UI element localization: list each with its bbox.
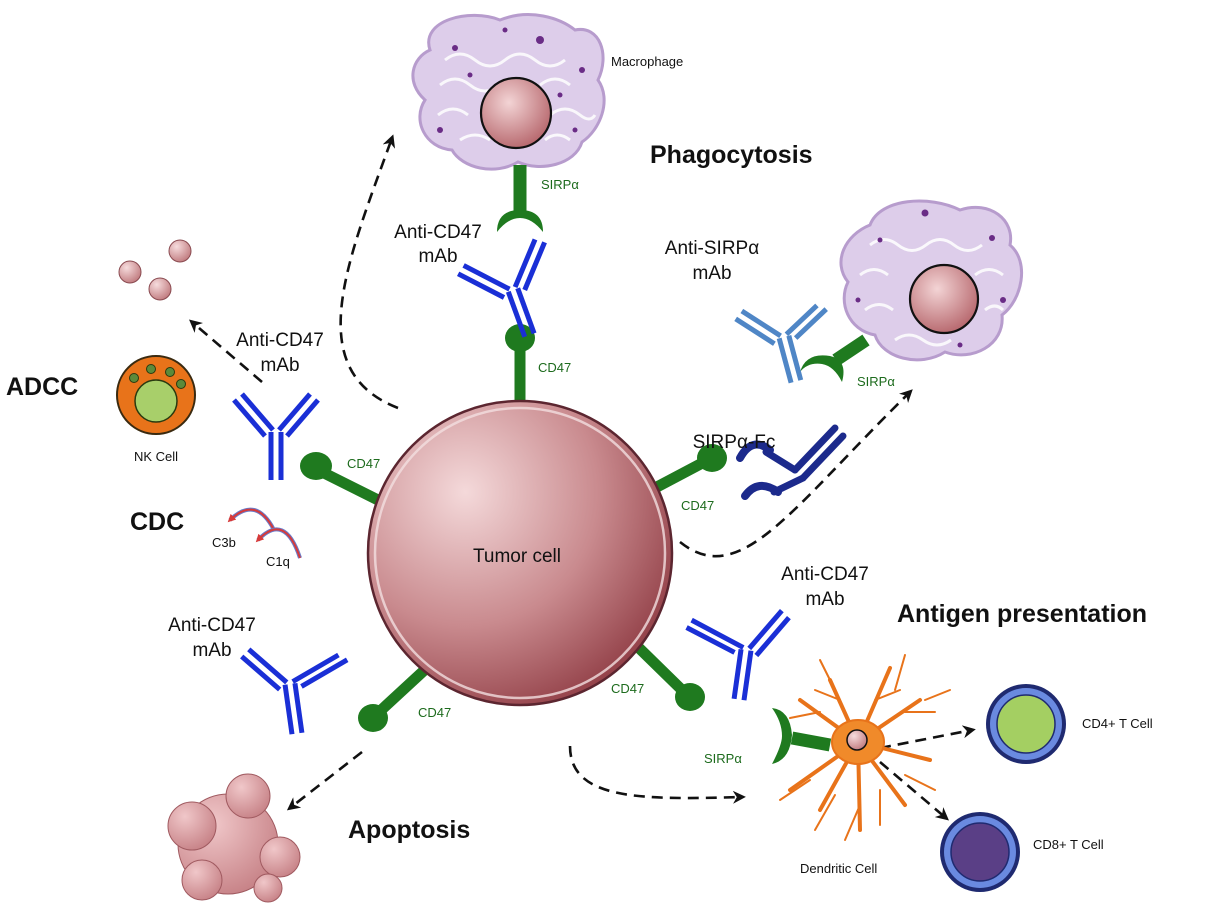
arrow-to-right-macrophage [679, 389, 913, 558]
anti-cd47-label-top-line2: mAb [418, 246, 457, 267]
arrow-to-adcc-debris [189, 319, 263, 383]
anti-sirpa-label-line1: Anti-SIRPα [665, 238, 759, 259]
sirpa-receptor-top [497, 165, 543, 232]
adcc-label: ADCC [6, 373, 78, 401]
dendritic-cell [779, 654, 951, 841]
cd47-receptor-left [300, 452, 391, 510]
sirpa-receptor-right [800, 334, 870, 382]
tumor-cell-label: Tumor cell [473, 546, 561, 567]
sirpa-label-top: SIRPα [541, 177, 579, 192]
cd47-receptor-bottom-left [358, 660, 434, 732]
arrow-to-cd8-t-cell [879, 761, 949, 821]
anti-cd47-label-bottom-right-line2: mAb [805, 589, 844, 610]
anti-cd47-label-bottom-left-line1: Anti-CD47 [168, 615, 256, 636]
cd47-receptor-right [652, 444, 727, 493]
anti-cd47-antibody-top [456, 238, 547, 338]
cd47-label-bottom-right: CD47 [611, 681, 644, 696]
cd47-label-top: CD47 [538, 360, 571, 375]
sirpa-fc-label: SIRPα-Fc [693, 432, 776, 453]
macrophage-top [411, 13, 606, 171]
anti-cd47-label-bottom-left-line2: mAb [192, 640, 231, 661]
dendritic-cell-label: Dendritic Cell [800, 861, 877, 876]
cd4-t-cell-label: CD4+ T Cell [1082, 716, 1153, 731]
apoptotic-cell [167, 773, 301, 903]
anti-cd47-antibody-bottom-right [685, 608, 791, 701]
nk-cell [116, 355, 196, 435]
tumor-cell: Tumor cell [366, 399, 674, 707]
cd8-t-cell-label: CD8+ T Cell [1033, 837, 1104, 852]
arrow-to-macrophage [339, 134, 399, 410]
cdc-label: CDC [130, 508, 184, 536]
arrow-to-apoptosis [286, 750, 363, 811]
anti-cd47-label-bottom-right-line1: Anti-CD47 [781, 564, 869, 585]
complement-arcs [227, 507, 302, 559]
anti-cd47-label-left-line2: mAb [260, 355, 299, 376]
cd47-label-bottom-left: CD47 [418, 705, 451, 720]
sirpa-fc-fusion [736, 424, 847, 500]
apoptosis-label: Apoptosis [348, 816, 470, 844]
c3b-label: C3b [212, 535, 236, 550]
macrophage-label: Macrophage [611, 54, 683, 69]
arrow-to-dendritic-cell [568, 745, 746, 804]
anti-sirpa-label-line2: mAb [692, 263, 731, 284]
cd47-label-right: CD47 [681, 498, 714, 513]
sirpa-label-dendritic: SIRPα [704, 751, 742, 766]
cd8-t-cell [940, 812, 1020, 892]
cell-debris [118, 239, 192, 301]
c1q-label: C1q [266, 554, 290, 569]
cd47-receptors [300, 324, 727, 732]
cd47-receptor-bottom-right [632, 641, 705, 711]
cd4-t-cell [986, 684, 1066, 764]
arrow-to-cd4-t-cell [879, 725, 976, 750]
cd47-label-left: CD47 [347, 456, 380, 471]
anti-cd47-label-top-line1: Anti-CD47 [394, 222, 482, 243]
anti-sirpa-antibody [734, 303, 828, 384]
macrophage-right [839, 199, 1024, 362]
anti-cd47-antibody-left [232, 392, 320, 480]
anti-cd47-label-left-line1: Anti-CD47 [236, 330, 324, 351]
antigen-presentation-label: Antigen presentation [897, 600, 1147, 628]
anti-cd47-antibody-bottom-left [240, 647, 349, 735]
nk-cell-label: NK Cell [134, 449, 178, 464]
phagocytosis-label: Phagocytosis [650, 141, 813, 169]
sirpa-receptor-dendritic [772, 708, 832, 764]
sirpa-label-right: SIRPα [857, 374, 895, 389]
